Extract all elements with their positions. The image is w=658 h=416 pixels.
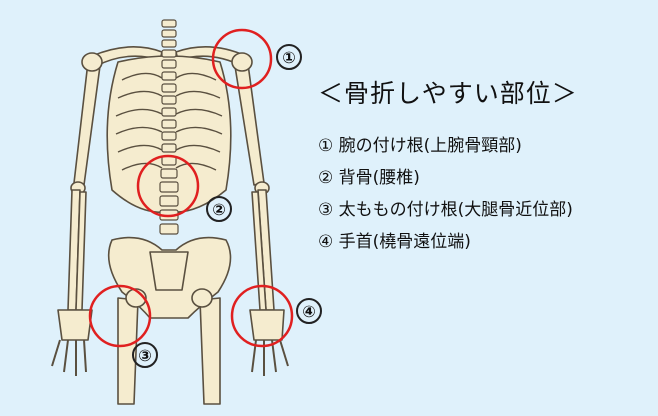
- right-humerus: [234, 60, 264, 185]
- legend-item-3: ③ 太ももの付け根(大腿骨近位部): [318, 194, 578, 226]
- left-shoulder-head: [82, 53, 102, 71]
- right-femur: [200, 298, 220, 404]
- marker-4: ④: [296, 298, 322, 324]
- marker-2: ②: [206, 196, 232, 222]
- right-shoulder-head: [232, 53, 252, 71]
- legend: ＜骨折しやすい部位＞ ① 腕の付け根(上腕骨頸部) ② 背骨(腰椎) ③ 太もも…: [318, 74, 578, 258]
- legend-item-4: ④ 手首(橈骨遠位端): [318, 226, 578, 258]
- legend-list: ① 腕の付け根(上腕骨頸部) ② 背骨(腰椎) ③ 太ももの付け根(大腿骨近位部…: [318, 130, 578, 258]
- marker-1: ①: [276, 44, 302, 70]
- legend-item-1: ① 腕の付け根(上腕骨頸部): [318, 130, 578, 162]
- right-femoral-head: [192, 289, 212, 307]
- legend-title: ＜骨折しやすい部位＞: [318, 74, 578, 110]
- legend-item-2: ② 背骨(腰椎): [318, 162, 578, 194]
- spine: [160, 20, 178, 234]
- marker-3: ③: [132, 342, 158, 368]
- sacrum: [150, 252, 188, 290]
- right-hand: [250, 310, 284, 340]
- left-hand: [58, 310, 92, 340]
- left-humerus: [74, 62, 100, 185]
